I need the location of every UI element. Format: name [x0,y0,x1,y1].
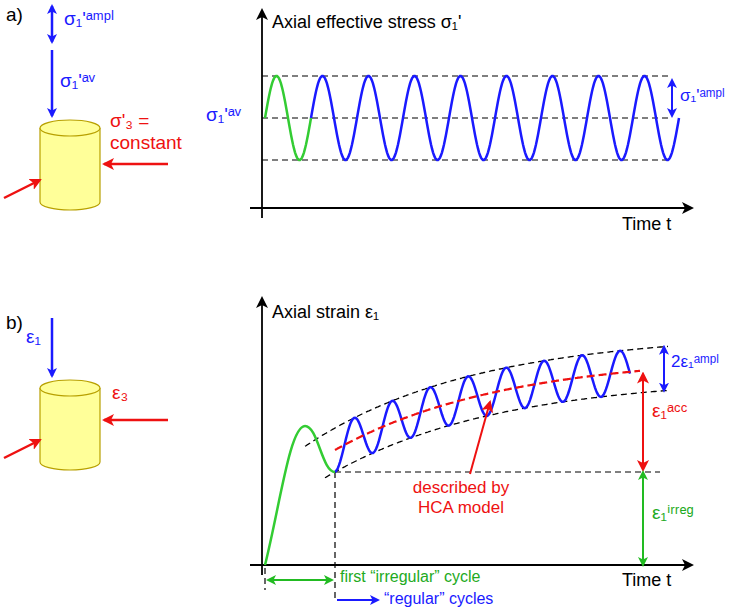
specimen-b [4,318,168,470]
ampl-arrow [663,347,665,391]
axis-label: Time t [622,214,671,235]
stress-amplitude: σ₁'ᵃᵐᵖˡ [64,8,114,30]
axial-strain: ε₁ [26,326,41,348]
strain-chart [250,298,692,600]
accumulated-strain: ε₁ᵃᶜᶜ [652,400,687,422]
irregular-strain: ε₁ⁱʳʳᵉᵍ [652,502,694,524]
axis-title: Axial effective stress σ₁' [272,12,461,33]
stress-average: σ₁'ᵃᵛ [60,70,95,92]
strain-amplitude: 2ε₁ᵃᵐᵖˡ [671,352,719,372]
cycle-note: first “irregular” cycle [340,568,480,586]
cycle-note: “regular” cycles [384,590,493,608]
specimen-a [4,6,168,210]
acc-arrow [642,374,644,471]
lower-envelope [325,390,668,477]
panel-letter: b) [6,312,23,334]
stress-chart [250,10,692,218]
axis-title: Axial strain ε₁ [272,302,379,323]
lateral-strain: ε₃ [112,382,128,404]
lateral-stress: σ'₃ = constant [110,110,202,154]
axis-label: Time t [622,570,671,591]
model-note: described by HCA model [400,478,522,517]
regular-cycles [311,76,679,160]
first-cycle [265,76,311,160]
panel-letter: a) [6,4,23,26]
stress-amplitude: σ₁'ᵃᵐᵖˡ [680,86,725,106]
stress-average: σ₁'ᵃᵛ [206,104,241,126]
strain-oscillation [335,351,630,472]
